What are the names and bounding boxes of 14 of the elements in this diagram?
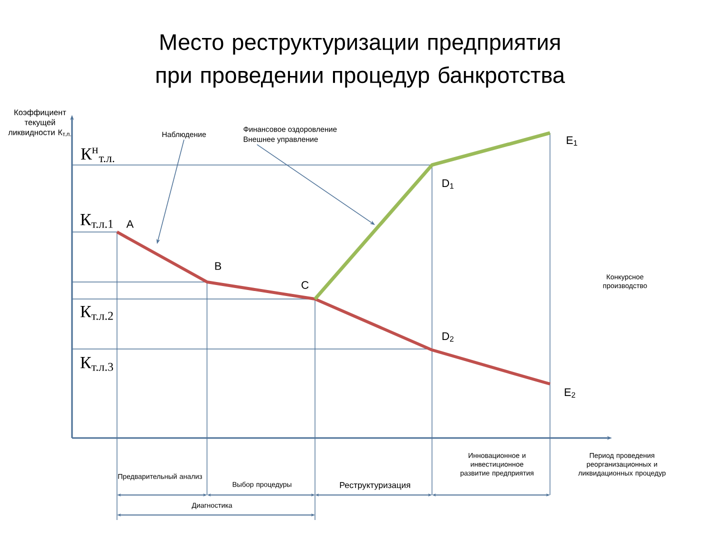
axis-label: Коэффициент текущей ликвидности К$_{т.л.}$ bbox=[8, 109, 71, 137]
level-label: К$_{т.л.3}$ bbox=[80, 357, 114, 371]
level-label: К$^{н}$т.л. bbox=[81, 148, 114, 162]
point-label: C bbox=[302, 281, 309, 289]
phase-label: Реструктуризация bbox=[340, 482, 410, 490]
title: Место реструктуризации предприятия при проведении процедур банкротства bbox=[156, 34, 565, 88]
point-label: E$_{2}$ bbox=[564, 388, 576, 398]
level-label: К$_{т.л.2}$ bbox=[80, 306, 113, 320]
point-label: E$_{1}$ bbox=[566, 136, 578, 146]
level-label: К$_{т.л.1}$ bbox=[80, 214, 113, 228]
point-label: D$_{1}$ bbox=[442, 179, 454, 189]
point-label: D$_{2}$ bbox=[442, 332, 454, 342]
point-label: A bbox=[126, 220, 134, 228]
point-label: B bbox=[215, 262, 222, 270]
